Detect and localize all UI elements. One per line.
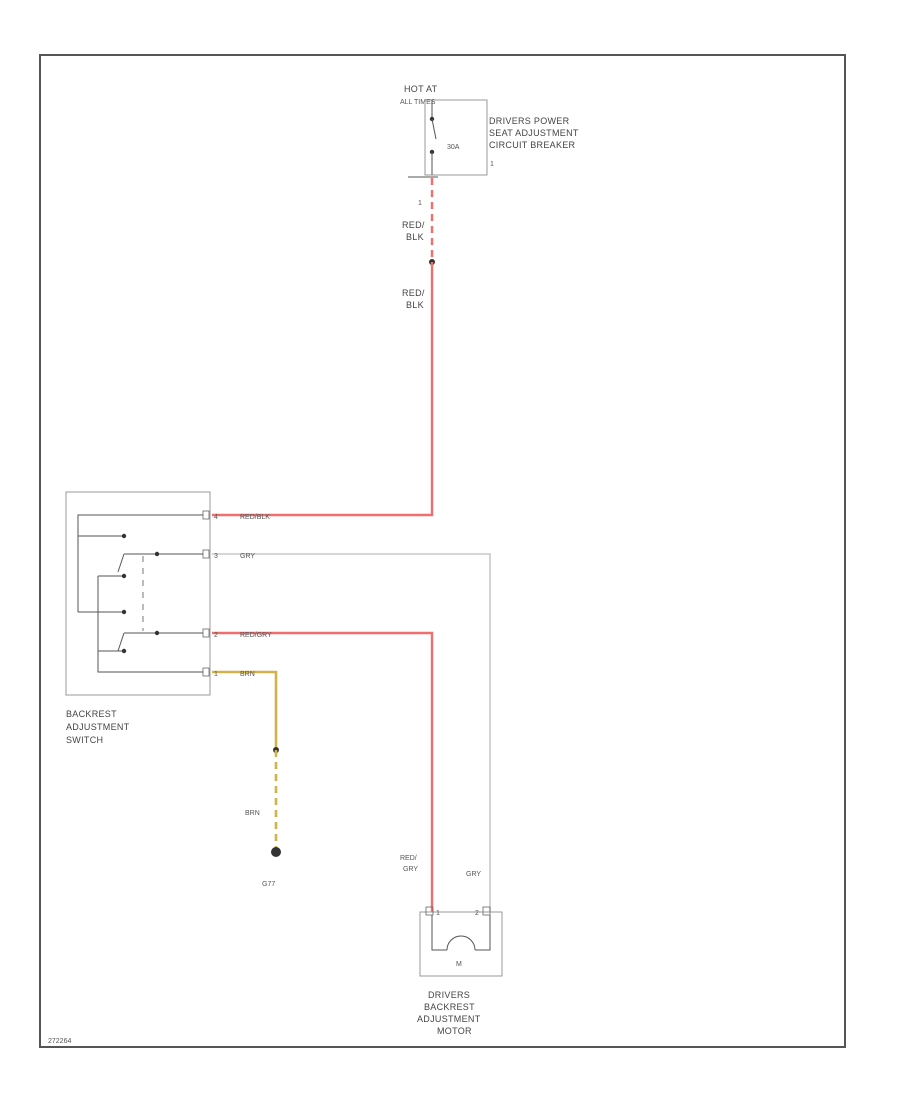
red-gry-pin-label: RED/GRY (240, 632, 272, 639)
breaker-name-line-1: DRIVERS POWER (489, 116, 570, 126)
backrest-adjustment-switch: 4 3 2 1 BACKREST A (65, 491, 218, 745)
motor-pin-2-number: 2 (475, 910, 479, 917)
switch-internal-bus-bottom (97, 651, 203, 673)
motor-symbol: M (456, 961, 462, 968)
figure-id: 272264 (48, 1038, 71, 1045)
switch-internal-bus-top (77, 514, 203, 536)
motor-gry-label: GRY (466, 871, 481, 878)
switch-pin-3-number: 3 (214, 553, 218, 560)
switch-name-line-3: SWITCH (66, 735, 103, 745)
switch-junction-upper (154, 551, 160, 557)
motor-pin-2-marker (482, 906, 491, 916)
motor-name-line-4: MOTOR (437, 1026, 472, 1036)
switch-pin-4-number: 4 (214, 514, 218, 521)
top-wire-label-upper-1: RED/ (402, 220, 425, 230)
motor-lead-right (475, 915, 491, 951)
brn-pin-label: BRN (240, 671, 255, 678)
switch-name-line-2: ADJUSTMENT (66, 722, 130, 732)
switch-contact-b (121, 573, 127, 579)
switch-pin-2-number: 2 (214, 632, 218, 639)
switch-contact-a (121, 533, 127, 539)
diagram-frame (39, 54, 846, 1048)
backrest-adjustment-motor: RED/ GRY GRY 1 2 M DRIVERS BACKREST ADJU… (400, 855, 503, 1036)
motor-red-label-1: RED/ (400, 855, 417, 862)
top-wire-label-upper-2: BLK (406, 232, 424, 242)
ground-point (271, 847, 281, 857)
motor-name-line-3: ADJUSTMENT (417, 1014, 481, 1024)
motor-name-line-1: DRIVERS (428, 990, 470, 1000)
switch-blade-lower (117, 632, 125, 652)
switch-box (65, 491, 211, 696)
switch-contact-d (121, 648, 127, 654)
hot-at-sub-label: ALL TIMES (400, 99, 436, 106)
ground-label: G77 (262, 881, 275, 888)
switch-blade-upper (117, 553, 125, 573)
motor-pin-1-number: 1 (436, 910, 440, 917)
gry-pin-label: GRY (240, 553, 255, 560)
brn-wire (212, 670, 278, 750)
breaker-element (431, 118, 437, 140)
switch-junction-lower (154, 630, 160, 636)
red-blk-pin-label: RED/BLK (240, 514, 270, 521)
motor-name-line-2: BACKREST (424, 1002, 475, 1012)
motor-box (419, 911, 503, 977)
brn-vertical-label: BRN (245, 810, 260, 817)
switch-contact-c (121, 609, 127, 615)
switch-name-line-1: BACKREST (66, 709, 117, 719)
motor-lead-left (431, 915, 447, 951)
motor-red-label-2: GRY (403, 866, 418, 873)
breaker-pin-number: 1 (418, 200, 422, 207)
circuit-breaker: HOT AT ALL TIMES 30A DRIVERS POWER SEAT … (400, 84, 579, 207)
gry-wire (212, 553, 491, 912)
top-wire-label-lower-1: RED/ (402, 288, 425, 298)
motor-armature (446, 935, 476, 951)
hot-at-label: HOT AT (404, 84, 438, 94)
motor-pin-1-marker (425, 906, 434, 916)
breaker-rating: 30A (447, 144, 460, 151)
switch-pin-1-number: 1 (214, 671, 218, 678)
breaker-pin-label: 1 (490, 161, 494, 168)
red-blk-wire (212, 262, 434, 517)
red-gry-wire (212, 631, 434, 912)
circuit-breaker-box (424, 99, 488, 176)
breaker-name-line-3: CIRCUIT BREAKER (489, 140, 576, 150)
breaker-name-line-2: SEAT ADJUSTMENT (489, 128, 579, 138)
top-wire-label-lower-2: BLK (406, 300, 424, 310)
